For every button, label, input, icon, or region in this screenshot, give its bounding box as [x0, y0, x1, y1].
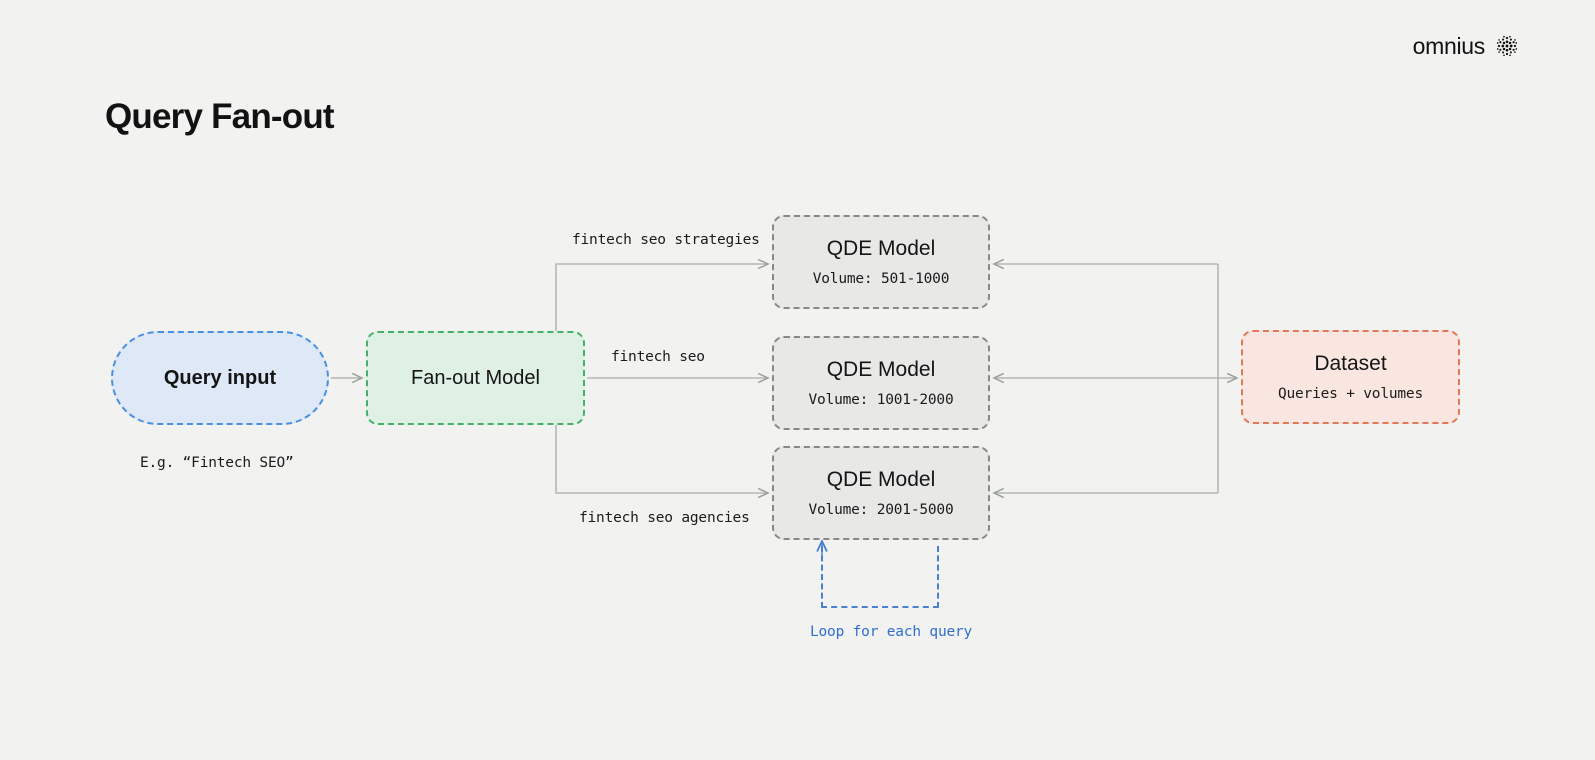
node-qde-model-2-volume: Volume: 1001-2000	[808, 392, 954, 408]
node-qde-model-3[interactable]: QDE Model Volume: 2001-5000	[772, 446, 990, 540]
node-qde-model-1-volume: Volume: 501-1000	[812, 271, 950, 287]
node-qde-model-1[interactable]: QDE Model Volume: 501-1000	[772, 215, 990, 309]
node-qde-model-2-title: QDE Model	[826, 358, 936, 381]
dotted-circle-icon	[1496, 35, 1518, 57]
loop-region	[821, 546, 939, 608]
node-fanout-model[interactable]: Fan-out Model	[366, 331, 585, 425]
page-title: Query Fan-out	[105, 97, 335, 136]
node-query-input-title: Query input	[163, 366, 277, 389]
edge-label-fintech-seo-agencies: fintech seo agencies	[579, 510, 750, 526]
logo-wordmark: omnius	[1412, 32, 1486, 59]
edge-label-fintech-seo: fintech seo	[611, 349, 705, 365]
node-dataset[interactable]: Dataset Queries + volumes	[1241, 330, 1460, 424]
node-dataset-subtitle: Queries + volumes	[1277, 386, 1423, 402]
node-qde-model-3-title: QDE Model	[826, 468, 936, 491]
node-qde-model-3-volume: Volume: 2001-5000	[808, 502, 954, 518]
edge-label-fintech-seo-strategies: fintech seo strategies	[572, 232, 760, 248]
node-qde-model-1-title: QDE Model	[826, 237, 936, 260]
brand-logo: omnius	[1413, 33, 1520, 59]
node-query-input[interactable]: Query input	[111, 331, 329, 425]
loop-label: Loop for each query	[810, 624, 973, 640]
query-input-caption: E.g. “Fintech SEO”	[140, 455, 294, 471]
node-fanout-model-title: Fan-out Model	[411, 366, 540, 389]
node-qde-model-2[interactable]: QDE Model Volume: 1001-2000	[772, 336, 990, 430]
node-dataset-title: Dataset	[1314, 352, 1387, 375]
